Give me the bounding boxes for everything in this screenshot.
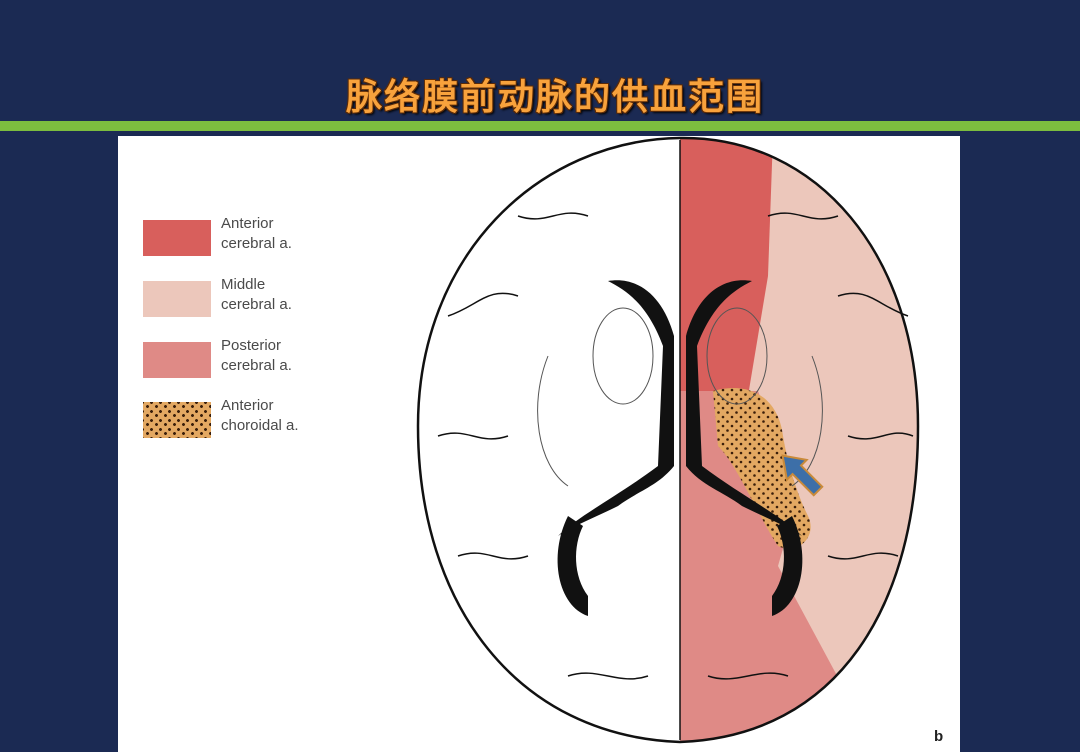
legend-posterior-cerebral: Posterior cerebral a. bbox=[143, 337, 292, 378]
legend-swatch bbox=[143, 220, 211, 256]
legend-swatch bbox=[143, 281, 211, 317]
legend-label: cerebral a. bbox=[221, 296, 292, 313]
legend-label: Anterior bbox=[221, 215, 274, 232]
divider-line bbox=[0, 121, 1080, 131]
pointer-arrow bbox=[781, 454, 824, 497]
legend-label: cerebral a. bbox=[221, 235, 292, 252]
legend-middle-cerebral: Middle cerebral a. bbox=[143, 276, 292, 317]
legend-label: Middle bbox=[221, 276, 266, 293]
brain-axial-diagram bbox=[416, 136, 920, 744]
figure-panel: Anterior cerebral a. Middle cerebral a. Po… bbox=[118, 136, 960, 752]
legend-swatch bbox=[143, 402, 211, 438]
achoa-territory bbox=[713, 388, 811, 549]
legend-swatch bbox=[143, 342, 211, 378]
sulci bbox=[437, 212, 914, 680]
legend-label: Anterior bbox=[221, 397, 274, 414]
brain-outline bbox=[416, 136, 920, 744]
legend-label: cerebral a. bbox=[221, 357, 292, 374]
legend-anterior-cerebral: Anterior cerebral a. bbox=[143, 215, 292, 256]
legend-label: choroidal a. bbox=[221, 417, 299, 434]
legend-label: Posterior bbox=[221, 337, 282, 354]
figure-label: b bbox=[934, 728, 944, 745]
legend-anterior-choroidal: Anterior choroidal a. bbox=[143, 397, 299, 438]
slide-title: 脉络膜前动脉的供血范围 bbox=[345, 77, 764, 118]
